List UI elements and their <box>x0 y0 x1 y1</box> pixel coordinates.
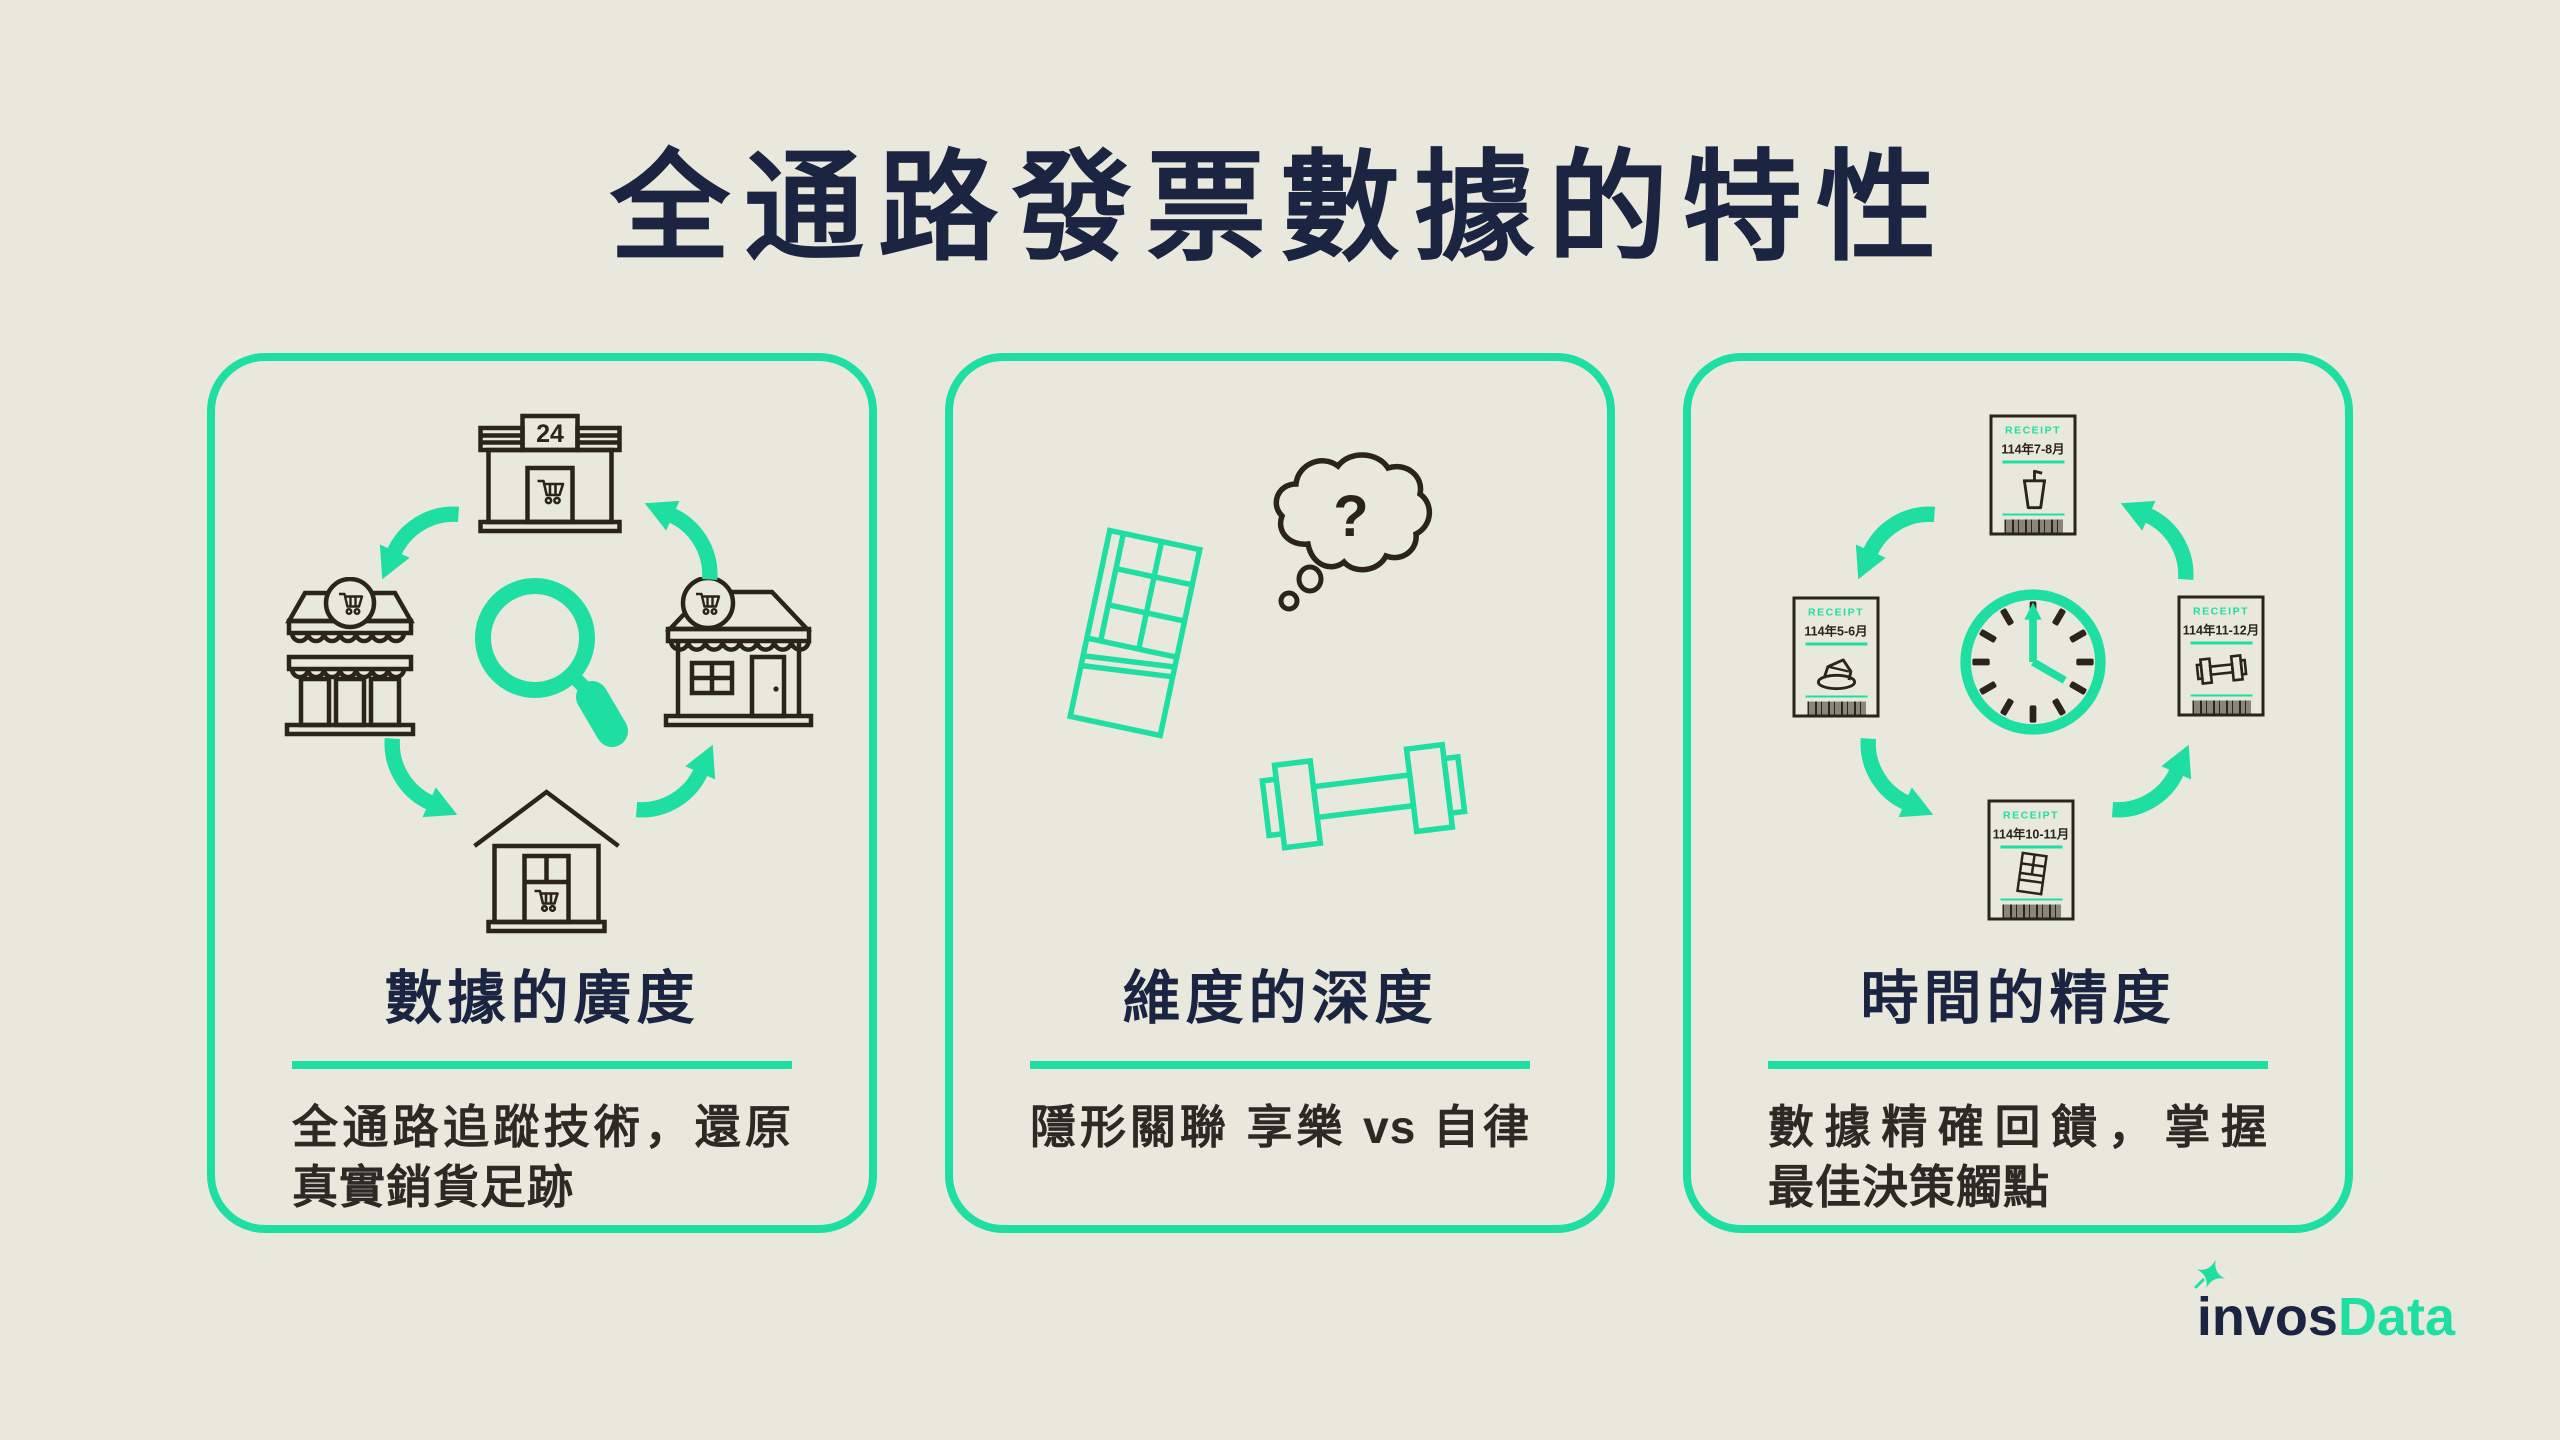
body-line: 最佳決策觸點 <box>1768 1161 2050 1213</box>
cart-icon <box>537 479 565 505</box>
receipt-divider <box>2190 694 2252 697</box>
cake-icon <box>1816 658 1856 690</box>
shop-icon <box>663 577 814 728</box>
card-heading: 數據的廣度 <box>384 966 700 1031</box>
body-line: 真實銷貨足跡 <box>292 1161 574 1213</box>
receipt-divider <box>2002 460 2064 463</box>
barcode-icon <box>1807 701 1865 717</box>
body-line: 全通路追蹤技術，還原 <box>292 1101 792 1153</box>
magnifier-icon <box>475 578 628 747</box>
thought-bubble-icon: ? <box>1273 452 1432 612</box>
cycle-arrow-nw-icon <box>379 506 460 580</box>
cart-icon <box>534 889 559 913</box>
card-dimension-depth: ? 維度的深度 隱形關聯 享樂 vs 自律 <box>945 353 1615 1233</box>
receipt-period: 114年11-12月 <box>2182 623 2260 638</box>
drink-cup-icon <box>2022 469 2046 509</box>
receipt-divider <box>2000 898 2062 901</box>
barcode-icon <box>2192 700 2250 716</box>
receipt-label: RECEIPT <box>1807 606 1864 619</box>
cycle-arrow-sw-icon <box>1860 737 1934 818</box>
card-body: 隱形關聯 享樂 vs 自律 <box>1030 1097 1530 1157</box>
body-line: 數據精確回饋，掌握 <box>1768 1101 2268 1153</box>
card-time-precision: RECEIPT 114年7-8月 <box>1683 353 2353 1233</box>
barcode-icon <box>2004 519 2062 535</box>
chocolate-bar-icon <box>1066 527 1204 739</box>
store-24-sign: 24 <box>536 420 564 448</box>
receipt-right: RECEIPT 114年11-12月 <box>2177 595 2265 717</box>
fridge-icon <box>2015 851 2048 895</box>
cycle-arrow-ne-icon <box>644 500 718 581</box>
clock-icon <box>1960 589 2106 735</box>
logo-text-invos: invos <box>2196 1287 2338 1347</box>
invosdata-logo: invosData <box>2194 1259 2455 1348</box>
cycle-arrow-se-icon <box>2111 744 2192 818</box>
cart-icon <box>696 592 721 616</box>
card-data-breadth: 24 <box>207 353 877 1233</box>
receipt-label: RECEIPT <box>2192 605 2249 618</box>
receipt-divider <box>2002 513 2064 516</box>
sparkle-icon <box>2194 1259 2226 1289</box>
receipt-left: RECEIPT 114年5-6月 <box>1792 596 1880 718</box>
cycle-arrow-nw-icon <box>1855 506 1936 580</box>
receipt-divider <box>1805 642 1867 645</box>
receipt-label: RECEIPT <box>2004 424 2061 437</box>
convenience-store-icon: 24 <box>478 413 622 534</box>
receipt-bottom: RECEIPT 114年10-11月 <box>1987 799 2075 921</box>
receipt-label: RECEIPT <box>2002 809 2059 822</box>
receipt-divider <box>2000 845 2062 848</box>
logo-text-data: Data <box>2337 1287 2455 1347</box>
heading-divider <box>1030 1061 1530 1069</box>
dumbbell-small-icon <box>2194 653 2248 685</box>
card-text-block: 維度的深度 隱形關聯 享樂 vs 自律 <box>1030 951 1530 1157</box>
cart-icon <box>339 592 364 616</box>
barcode-icon <box>2002 904 2060 920</box>
dumbbell-icon <box>1259 741 1468 851</box>
receipt-divider <box>2190 641 2252 644</box>
heading-divider <box>292 1061 792 1069</box>
body-line: 隱形關聯 享樂 vs 自律 <box>1030 1101 1530 1153</box>
card-body: 數據精確回饋，掌握 最佳決策觸點 <box>1768 1097 2268 1217</box>
receipt-top: RECEIPT 114年7-8月 <box>1989 414 2077 536</box>
cycle-arrow-se-icon <box>635 744 716 818</box>
card-text-block: 數據的廣度 全通路追蹤技術，還原 真實銷貨足跡 <box>292 951 792 1217</box>
cycle-arrow-ne-icon <box>2120 500 2194 581</box>
question-mark: ? <box>1333 484 1368 549</box>
receipt-period: 114年10-11月 <box>1992 827 2070 842</box>
receipt-period: 114年5-6月 <box>1804 624 1868 639</box>
card-body: 全通路追蹤技術，還原 真實銷貨足跡 <box>292 1097 792 1217</box>
cycle-arrow-sw-icon <box>384 737 458 818</box>
supermarket-icon <box>284 577 416 737</box>
page-title: 全通路發票數據的特性 <box>610 141 1950 275</box>
card-heading: 時間的精度 <box>1860 966 2176 1031</box>
card-heading: 維度的深度 <box>1122 966 1438 1031</box>
card-text-block: 時間的精度 數據精確回饋，掌握 最佳決策觸點 <box>1768 951 2268 1217</box>
heading-divider <box>1768 1061 2268 1069</box>
house-icon <box>473 789 620 934</box>
receipt-divider <box>1805 695 1867 698</box>
receipt-period: 114年7-8月 <box>2001 442 2065 457</box>
